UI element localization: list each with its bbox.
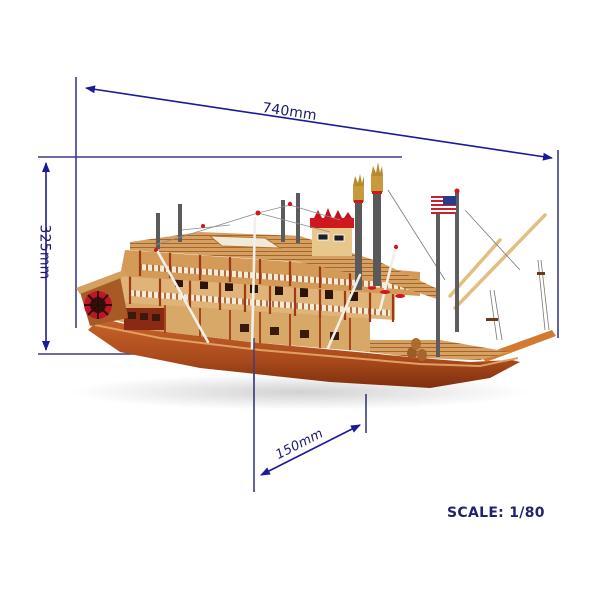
height-dimension-label: 325mm [36, 224, 53, 280]
stern-paddle-wheel [76, 270, 128, 326]
lower-deck-posts [164, 305, 351, 350]
bow-masts [436, 188, 460, 357]
main-smokestacks [353, 162, 383, 290]
boom-poles [156, 216, 397, 350]
pilot-house-crest [314, 208, 352, 218]
bow-booms [448, 213, 547, 310]
length-arrow [85, 85, 553, 161]
steamboat-model [70, 162, 556, 410]
bow-cargo-barrels [407, 338, 427, 361]
middle-deck-railing [130, 290, 390, 316]
gangplank-crossbar-left [486, 318, 498, 321]
bow-deck [350, 340, 510, 360]
bow-gangplank [480, 330, 556, 362]
bow-rigging [387, 189, 550, 341]
pilot-house-window-left [317, 233, 329, 241]
upper-rigging [154, 204, 341, 246]
gangplank-crossbar-right [537, 272, 545, 275]
roof-skylight [208, 235, 282, 249]
hull-rub-rail [94, 324, 519, 368]
scale-label: SCALE: 1/80 [447, 505, 545, 521]
upper-deck-railing [140, 264, 410, 290]
pilot-house-roof [310, 218, 354, 228]
dimension-arrows [42, 85, 553, 476]
pilot-house [312, 226, 352, 256]
hurricane-deck-roof [130, 232, 440, 300]
width-arrow [260, 424, 361, 476]
pilot-house-window-right [333, 234, 345, 242]
rigging-red-finials [154, 201, 399, 252]
deck-tables [368, 286, 405, 298]
us-flag-icon [431, 196, 456, 214]
stern-smokestacks [156, 193, 300, 249]
lower-deck [108, 300, 370, 352]
